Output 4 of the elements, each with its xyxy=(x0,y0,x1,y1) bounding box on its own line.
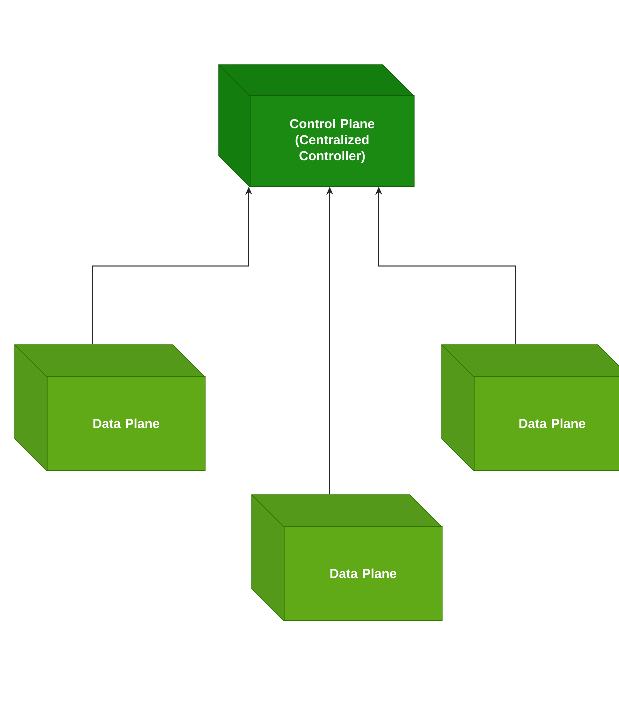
cube-box: Data Plane xyxy=(252,494,443,622)
cube-box: Data Plane xyxy=(14,344,206,472)
cube-box: Control Plane (Centralized Controller) xyxy=(218,64,415,188)
cube-box: Data Plane xyxy=(442,344,619,472)
